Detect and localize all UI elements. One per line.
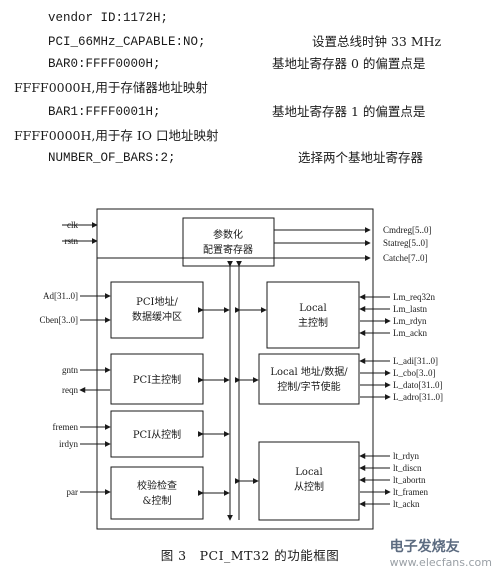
- pci-addr-label-2: 数据缓冲区: [132, 310, 182, 323]
- sig-lt-ackn: lt_ackn: [393, 499, 420, 509]
- sig-lm-req: Lm_req32n: [393, 292, 435, 302]
- block-pci-addr: [110, 281, 204, 339]
- sig-statreg: Statreg[5..0]: [383, 238, 428, 248]
- sig-lt-discn: lt_discn: [393, 463, 422, 473]
- sig-lm-rdyn: Lm_rdyn: [393, 316, 427, 326]
- parity-label-1: 校验检查: [137, 479, 177, 492]
- local-addr-label-2: 控制/字节使能: [277, 380, 340, 393]
- sig-l-adro: L_adro[31..0]: [393, 392, 443, 402]
- local-slave-label-1: Local: [295, 467, 322, 478]
- sig-l-adi: L_adi[31..0]: [393, 356, 438, 366]
- sig-cben: Cben[3..0]: [40, 315, 79, 325]
- config-comment-bar0: 基地址寄存器 0 的偏置点是: [272, 56, 426, 71]
- config-line-bar1-desc: FFFF0000H,用于存 IO 口地址映射: [14, 128, 219, 143]
- block-local-master: [266, 281, 360, 349]
- block-parity: [110, 466, 204, 520]
- sig-gntn: gntn: [62, 365, 79, 375]
- sig-clk: clk: [67, 220, 78, 230]
- config-line-vendor-id: vendor ID:1172H;: [48, 11, 169, 25]
- sig-ad: Ad[31..0]: [43, 291, 78, 301]
- sig-par: par: [67, 487, 79, 497]
- sig-lt-rdyn: lt_rdyn: [393, 451, 419, 461]
- local-master-label-2: 主控制: [298, 316, 328, 329]
- block-local-addr: [258, 353, 360, 405]
- watermark-url: www.elecfans.com: [389, 556, 492, 569]
- sig-cmdreg: Cmdreg[5..0]: [383, 225, 432, 235]
- sig-fremen: fremen: [53, 422, 79, 432]
- pci-addr-label-1: PCI地址/: [136, 295, 178, 308]
- param-reg-label-2: 配置寄存器: [203, 243, 253, 256]
- sig-lt-framen: lt_framen: [393, 487, 428, 497]
- local-addr-label-1: Local 地址/数据/: [270, 365, 348, 378]
- sig-lm-last: Lm_lastn: [393, 304, 427, 314]
- pci-master-label: PCI主控制: [133, 373, 181, 386]
- block-local-slave: [258, 441, 360, 521]
- watermark-brand: 电子发烧友: [389, 539, 460, 555]
- sig-reqn: reqn: [62, 385, 78, 395]
- local-slave-label-2: 从控制: [294, 480, 324, 493]
- parity-label-2: &控制: [143, 494, 172, 507]
- figure-caption: 图 3 PCI_MT32 的功能框图: [160, 548, 340, 563]
- sig-lm-ack: Lm_ackn: [393, 328, 427, 338]
- config-line-bar0-desc: FFFF0000H,用于存储器地址映射: [14, 80, 208, 95]
- param-reg-label-1: 参数化: [213, 228, 243, 241]
- config-comment-num-bars: 选择两个基地址寄存器: [298, 150, 424, 165]
- config-line-num-bars: NUMBER_OF_BARS:2;: [48, 151, 176, 165]
- sig-l-dato: L_dato[31..0]: [393, 380, 443, 390]
- sig-l-cbo: L_cbo[3..0]: [393, 368, 436, 378]
- local-master-label-1: Local: [299, 303, 326, 314]
- config-comment-clock: 设置总线时钟 33 MHz: [312, 34, 442, 49]
- sig-irdyn: irdyn: [59, 439, 78, 449]
- outer-frame: [96, 208, 374, 530]
- block-param-reg: [182, 217, 275, 267]
- sig-catche: Catche[7..0]: [383, 253, 427, 263]
- pci-slave-label: PCI从控制: [133, 428, 181, 441]
- config-comment-bar1: 基地址寄存器 1 的偏置点是: [272, 104, 426, 119]
- sig-rstn: rstn: [65, 236, 79, 246]
- watermark: 电子发烧友 www.elecfans.com: [390, 536, 492, 569]
- config-line-bar0: BAR0:FFFF0000H;: [48, 57, 161, 71]
- sig-lt-abortn: lt_abortn: [393, 475, 426, 485]
- config-line-66mhz: PCI_66MHz_CAPABLE:NO;: [48, 35, 206, 49]
- config-line-bar1: BAR1:FFFF0001H;: [48, 105, 161, 119]
